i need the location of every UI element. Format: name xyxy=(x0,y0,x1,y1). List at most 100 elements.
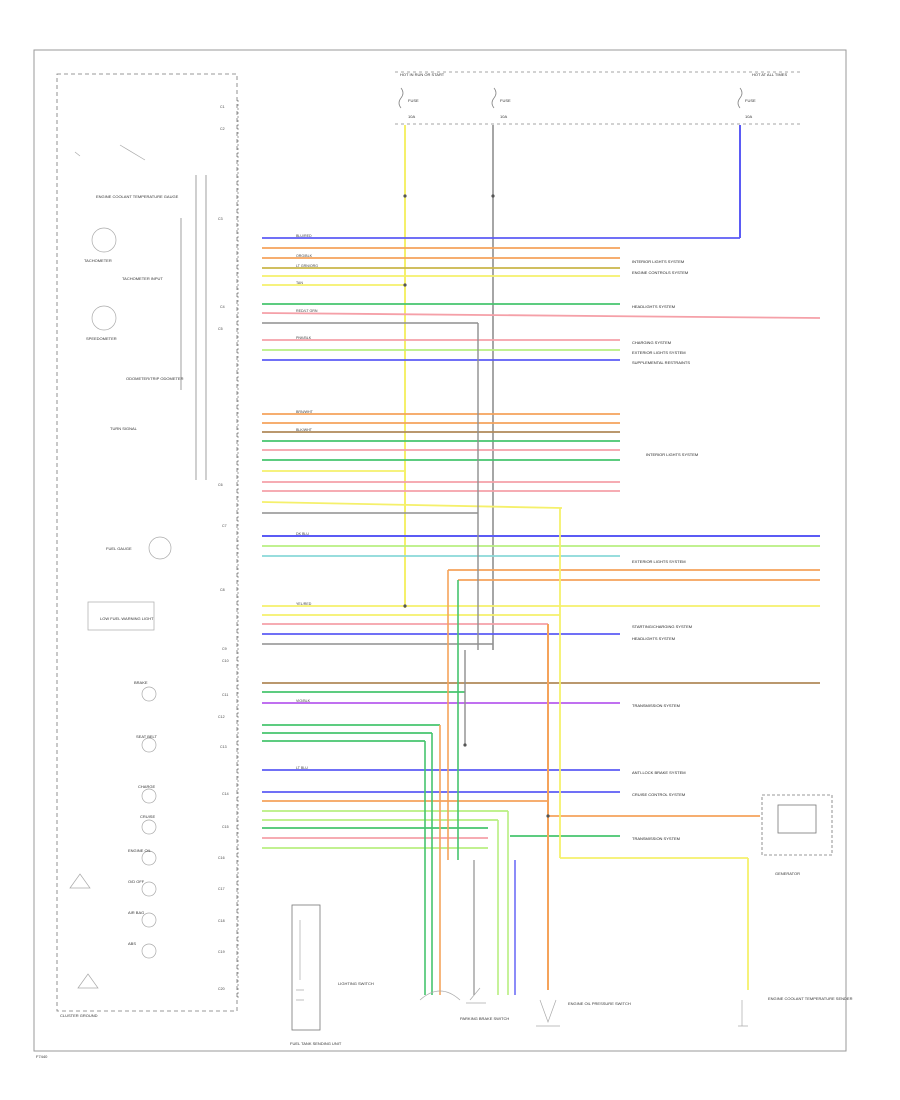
pin-code: C4 xyxy=(220,305,225,309)
fuel-tank-sending-unit-label: FUEL TANK SENDING UNIT xyxy=(290,1041,342,1046)
airbag-lamp-icon xyxy=(141,912,157,928)
oil-pressure-switch-label: ENGINE OIL PRESSURE SWITCH xyxy=(568,1001,631,1006)
pin-code: C13 xyxy=(220,745,227,749)
air-bag-label: AIR BAG xyxy=(128,910,144,915)
fuse-block-2-rating: 10A xyxy=(500,114,507,119)
splice-dot xyxy=(463,743,467,747)
pin-code: C2 xyxy=(220,127,225,131)
wire-yellow-4 xyxy=(261,501,563,509)
wire-color-tag: BRN/WHT xyxy=(296,410,314,414)
fuse-block-3-fuse: FUSE xyxy=(745,98,756,103)
oil-lamp-icon xyxy=(141,788,157,804)
pin-code: C20 xyxy=(218,987,225,991)
wire-color-tag: DK BLU xyxy=(296,532,309,536)
system-label-interior-lights: INTERIOR LIGHTS SYSTEM xyxy=(632,259,684,264)
cluster-ground-label: CLUSTER GROUND xyxy=(60,1013,98,1018)
system-label-headlights: HEADLIGHTS SYSTEM xyxy=(632,304,675,309)
oil-pressure-switch-icon xyxy=(536,999,560,1027)
system-label-transmission: TRANSMISSION SYSTEM xyxy=(632,703,680,708)
pin-code: C3 xyxy=(218,217,223,221)
pin-code: C5 xyxy=(218,327,223,331)
wire-color-tag: TAN xyxy=(296,281,303,285)
wire-color-tag: ORG/BLK xyxy=(296,254,313,258)
system-label-anti-lock-brake: ANTI-LOCK BRAKE SYSTEM xyxy=(632,770,686,775)
fuel-tank-sending-unit-box xyxy=(291,904,321,1031)
pin-code: C11 xyxy=(222,693,228,697)
coolant-temp-sender-label: ENGINE COOLANT TEMPERATURE SENDER xyxy=(768,996,853,1001)
fuel-gauge-label: FUEL GAUGE xyxy=(106,546,132,551)
tachometer-gauge-icon xyxy=(91,227,117,253)
fuse-symbol-1 xyxy=(398,87,404,109)
system-label-exterior-lights: EXTERIOR LIGHTS SYSTEM xyxy=(632,350,686,355)
low-fuel-warning-label: LOW FUEL WARNING LIGHT xyxy=(100,616,154,621)
od-off-lamp-icon xyxy=(141,881,157,897)
pin-code: C10 xyxy=(222,659,229,663)
parking-brake-switch-icon xyxy=(466,987,486,1004)
pin-code: C18 xyxy=(218,919,225,923)
seat-belt-label: SEAT BELT xyxy=(136,734,157,739)
wire-color-tag: BLU/RED xyxy=(296,234,312,238)
pin-code: C19 xyxy=(218,950,225,954)
wire-color-tag: BLK/WHT xyxy=(296,428,313,432)
splice-dots xyxy=(403,194,550,818)
parking-brake-switch-label: PARKING BRAKE SWITCH xyxy=(460,1016,509,1021)
charge-lamp-icon xyxy=(141,850,157,866)
fuse-block-1-name: HOT IN RUN OR START xyxy=(400,72,445,77)
system-label-transmission-2: TRANSMISSION SYSTEM xyxy=(632,836,680,841)
pin-code: C1 xyxy=(220,105,225,109)
wire-group-lower xyxy=(262,535,820,849)
tachometer-label: TACHOMETER xyxy=(84,258,112,263)
charge-label: CHARGE xyxy=(138,784,155,789)
system-label-starting-charging: STARTING/CHARGING SYSTEM xyxy=(632,624,692,629)
seat-belt-lamp-icon xyxy=(141,737,157,753)
pin-code: C14 xyxy=(222,792,229,796)
wire-color-tags: BLU/RED ORG/BLK LT GRN/ORG TAN RED/LT GR… xyxy=(296,234,318,770)
abs-lamp-icon xyxy=(141,943,157,959)
splice-dot xyxy=(403,283,407,287)
abs-label: ABS xyxy=(128,941,136,946)
brake-label: BRAKE xyxy=(134,680,148,685)
odometer-label: ODOMETER/TRIP ODOMETER xyxy=(126,376,184,381)
pin-code: C15 xyxy=(222,825,229,829)
fuse-block-1-fuse: FUSE xyxy=(408,98,419,103)
fuse-symbol-3 xyxy=(737,87,743,109)
pin-code: C16 xyxy=(218,856,225,860)
sending-unit-resistor-icon xyxy=(296,920,304,1001)
pin-code: C8 xyxy=(220,588,225,592)
generator-label: GENERATOR xyxy=(775,871,800,876)
system-label-exterior-lights-2: EXTERIOR LIGHTS SYSTEM xyxy=(632,559,686,564)
wire-color-tag: RED/LT GRN xyxy=(296,309,318,313)
speedometer-label: SPEEDOMETER xyxy=(86,336,117,341)
pin-code: C7 xyxy=(222,524,227,528)
splice-dot xyxy=(403,604,407,608)
generator-inner-box xyxy=(777,804,817,834)
system-label-supplemental-restraints: SUPPLEMENTAL RESTRAINTS xyxy=(632,360,690,365)
brake-lamp-icon xyxy=(141,686,157,702)
lighting-switch-icon xyxy=(419,990,461,1001)
coolant-temp-sender-icon xyxy=(738,1000,748,1027)
cruise-lamp-icon xyxy=(141,819,157,835)
wire-color-tag: LT BLU xyxy=(296,766,308,770)
system-label-cruise-control: CRUISE CONTROL SYSTEM xyxy=(632,792,685,797)
turn-signal-label: TURN SIGNAL xyxy=(110,426,138,431)
engine-coolant-temp-gauge-label: ENGINE COOLANT TEMPERATURE GAUGE xyxy=(96,194,179,199)
fuse-block-1-rating: 10A xyxy=(408,114,415,119)
pin-code: C6 xyxy=(218,483,223,487)
diagram-frame xyxy=(33,49,847,1052)
ground-symbol-icon-2 xyxy=(69,873,91,889)
pin-code: C17 xyxy=(218,887,225,891)
engine-oil-label: ENGINE OIL xyxy=(128,848,152,853)
generator-box xyxy=(761,794,833,856)
tachometer-input-label: TACHOMETER INPUT xyxy=(122,276,163,281)
speedometer-gauge-icon xyxy=(91,305,117,331)
pin-code: C9 xyxy=(222,647,227,651)
fuse-block-2-fuse: FUSE xyxy=(500,98,511,103)
instrument-cluster-box xyxy=(56,73,238,1012)
cruise-label: CRUISE xyxy=(140,814,155,819)
diagram-corner-label: F7440 xyxy=(36,1054,48,1059)
pin-code: C12 xyxy=(218,715,225,719)
turn-signal-arrow-icon xyxy=(74,144,146,161)
low-fuel-indicator-icon xyxy=(87,601,155,631)
splice-dot xyxy=(491,194,495,198)
